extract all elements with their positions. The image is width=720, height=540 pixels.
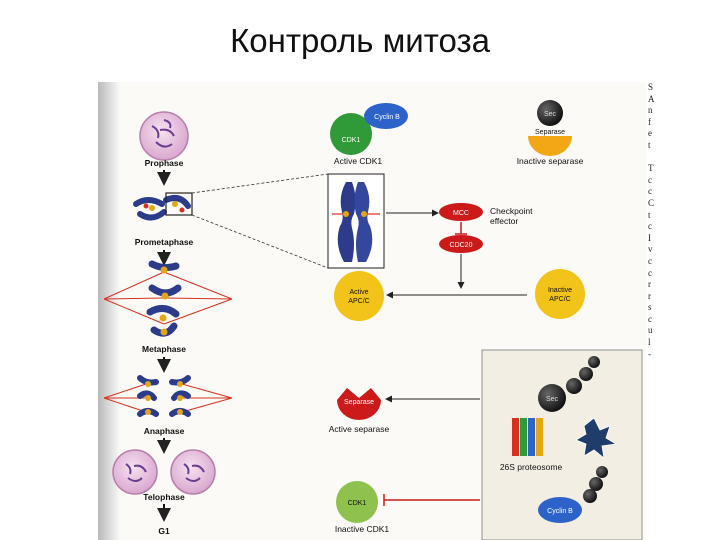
label-anaphase: Anaphase [144, 426, 185, 436]
side-text-char: t [648, 139, 651, 150]
side-text-char: l [648, 337, 651, 348]
sec-top-text: Sec [544, 111, 557, 118]
separase-active-text: Separase [344, 399, 374, 406]
separase-top-text: Separase [535, 129, 565, 136]
label-active-cdk1: Active CDK1 [334, 156, 382, 166]
label-inactive-cdk1: Inactive CDK1 [335, 524, 390, 534]
label-proteasome: 26S proteosome [500, 462, 563, 472]
zoom-line-top [191, 173, 329, 194]
label-prophase: Prophase [145, 158, 184, 168]
cdc20-text: CDC20 [450, 242, 473, 249]
cyclin-b-bottom-text: Cyclin B [547, 508, 573, 515]
side-text-char: c [648, 174, 652, 185]
mcc-node: MCC [439, 203, 483, 221]
side-text-char: C [648, 197, 655, 208]
active-separase-node: Separase [337, 388, 381, 420]
metaphase-spindle [103, 260, 233, 337]
cdk1-top-text: CDK1 [342, 137, 361, 144]
label-checkpoint-line2: effector [490, 216, 518, 226]
side-text-char: f [648, 116, 651, 127]
side-text-char: A [648, 93, 655, 104]
prophase-cell [139, 111, 189, 161]
side-text-char: c [648, 313, 652, 324]
side-text-char [648, 152, 662, 164]
active-apc-line2: APC/C [348, 298, 369, 305]
active-apc-line1: Active [349, 289, 368, 296]
inactive-separase-complex: Separase Sec [528, 100, 572, 156]
side-text-char: c [648, 221, 652, 232]
scan-edge [98, 82, 120, 540]
side-text-char: e [648, 128, 652, 139]
anaphase-spindle [103, 375, 233, 417]
cdc20-node: CDC20 [439, 235, 483, 253]
active-apc-node: Active APC/C [334, 271, 384, 321]
label-g1: G1 [158, 526, 170, 536]
sec-panel-text: Sec [546, 396, 559, 403]
side-text-char: - [648, 348, 651, 359]
side-text-char: S [648, 82, 654, 92]
label-telophase: Telophase [143, 492, 185, 502]
side-text-char: I [648, 232, 651, 243]
active-cdk1-complex: CDK1 Cyclin B [330, 103, 408, 155]
side-text-char: t [648, 209, 651, 220]
proteasome-panel: Sec 26S proteosome Cyclin B [481, 349, 643, 540]
label-inactive-separase: Inactive separase [517, 156, 584, 166]
label-checkpoint-line1: Checkpoint [490, 206, 533, 216]
side-text-char: u [648, 325, 653, 336]
side-text-char: c [648, 267, 652, 278]
side-text-char: r [648, 279, 651, 290]
side-text-char: n [648, 105, 653, 116]
label-metaphase: Metaphase [142, 344, 186, 354]
side-text-char: T [648, 163, 654, 174]
cdk1-bottom-text: CDK1 [348, 500, 367, 507]
cyclin-b-top-text: Cyclin B [374, 114, 400, 121]
telophase-cells [112, 449, 216, 495]
side-text-char: r [648, 290, 651, 301]
prometaphase-chromosomes [133, 192, 193, 221]
label-prometaphase: Prometaphase [135, 237, 194, 247]
chromosome-zoom-box [327, 173, 385, 269]
side-text-char: c [648, 255, 652, 266]
side-text-char: c [648, 186, 652, 197]
side-text-char: v [648, 244, 653, 255]
inactive-apc-node: Inactive APC/C [535, 269, 585, 319]
inactive-apc-line1: Inactive [548, 287, 572, 294]
label-active-separase: Active separase [329, 424, 390, 434]
inactive-cdk1-node: CDK1 [336, 481, 378, 523]
zoom-line-bottom [191, 214, 329, 269]
inactive-apc-line2: APC/C [549, 296, 570, 303]
side-text-char: s [648, 302, 652, 313]
mcc-text: MCC [453, 210, 469, 217]
slide-title: Контроль митоза [230, 22, 490, 59]
